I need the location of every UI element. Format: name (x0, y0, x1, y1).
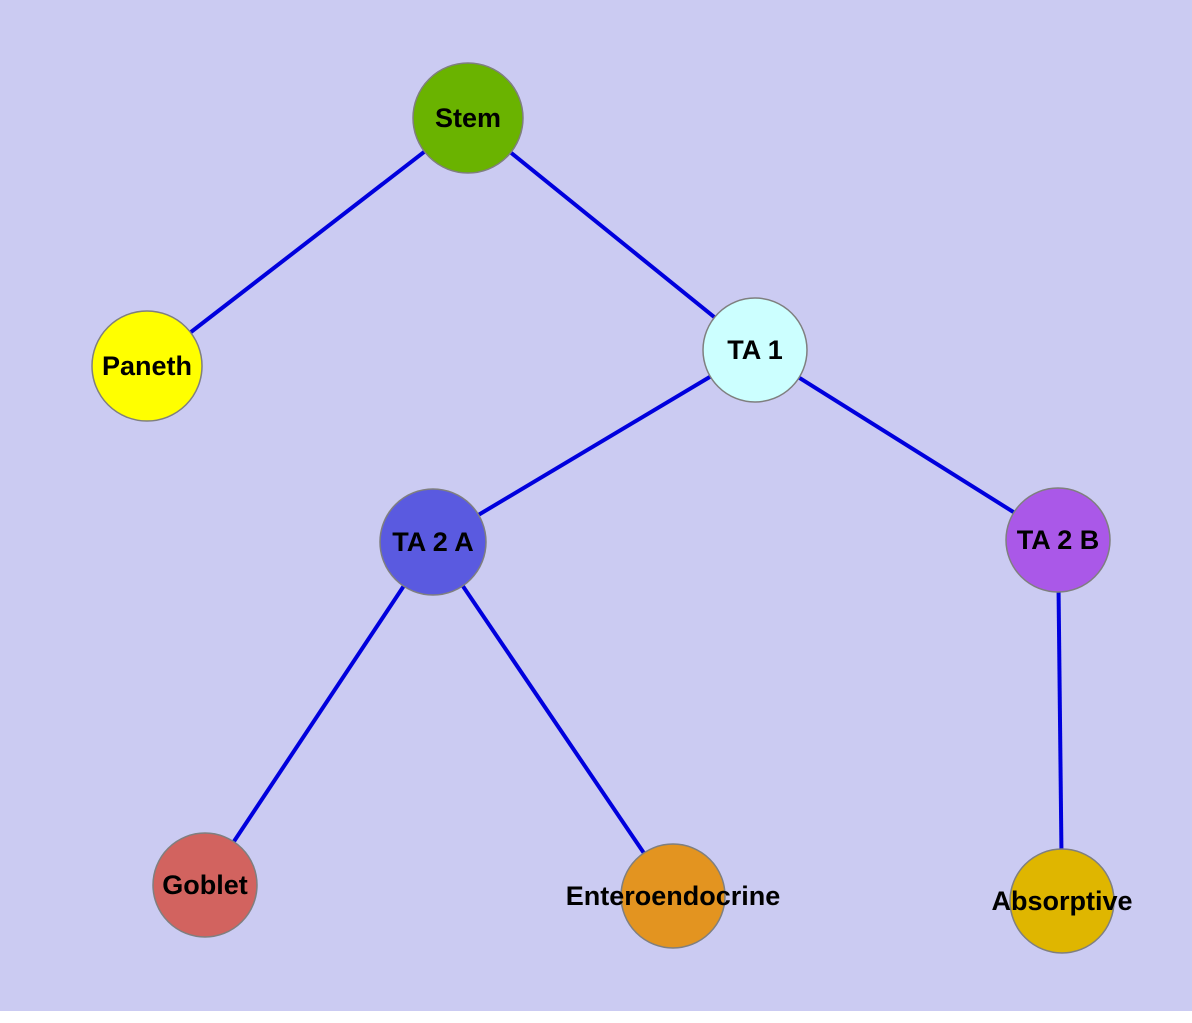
edge-stem-paneth (145, 116, 470, 368)
node-stem[interactable]: Stem (412, 62, 524, 174)
node-circle-goblet[interactable] (152, 832, 258, 938)
node-ta1[interactable]: TA 1 (702, 297, 808, 403)
node-goblet[interactable]: Goblet (152, 832, 258, 938)
node-circle-stem[interactable] (412, 62, 524, 174)
node-circle-ta2b[interactable] (1005, 487, 1111, 593)
node-paneth[interactable]: Paneth (91, 310, 203, 422)
node-ta2a[interactable]: TA 2 A (379, 488, 487, 596)
node-circle-enteroendocrine[interactable] (620, 843, 726, 949)
node-circle-absorptive[interactable] (1009, 848, 1115, 954)
edge-ta2a-enteroendocrine (431, 540, 675, 898)
bottom-white-strip (0, 1011, 1192, 1023)
edge-stem-ta1 (466, 116, 757, 352)
node-circle-paneth[interactable] (91, 310, 203, 422)
edge-ta2b-absorptive (1056, 539, 1064, 902)
edge-ta1-ta2b (753, 348, 1060, 542)
node-circle-ta2a[interactable] (379, 488, 487, 596)
node-circle-ta1[interactable] (702, 297, 808, 403)
edge-ta2a-goblet (203, 540, 435, 887)
node-ta2b[interactable]: TA 2 B (1005, 487, 1111, 593)
edge-ta1-ta2a (431, 348, 757, 544)
